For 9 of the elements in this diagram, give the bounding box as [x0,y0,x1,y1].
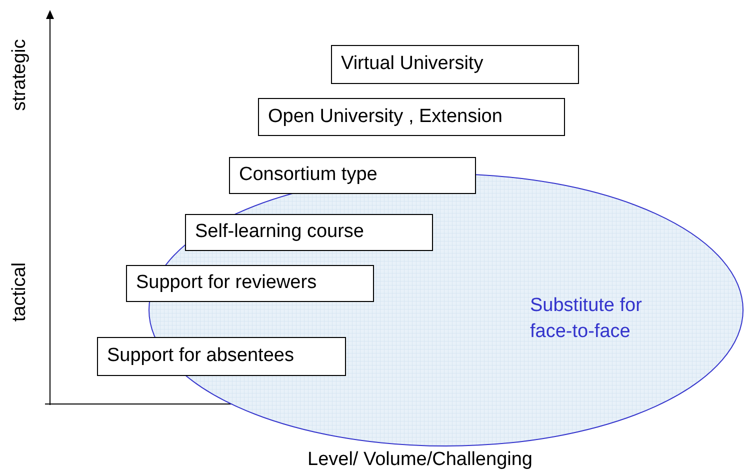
text-box: Support for reviewers [126,265,374,302]
text-box: Consortium type [229,157,476,194]
axis-label: tactical [9,262,31,322]
axis-label: Level/ Volume/Challenging [308,449,532,471]
region-label: Substitute for face-to-face [530,294,643,344]
text-box: Open University , Extension [258,98,565,136]
text-box: Support for absentees [97,337,346,376]
axis-label: strategic [9,39,31,111]
text-box: Virtual University [331,45,579,84]
